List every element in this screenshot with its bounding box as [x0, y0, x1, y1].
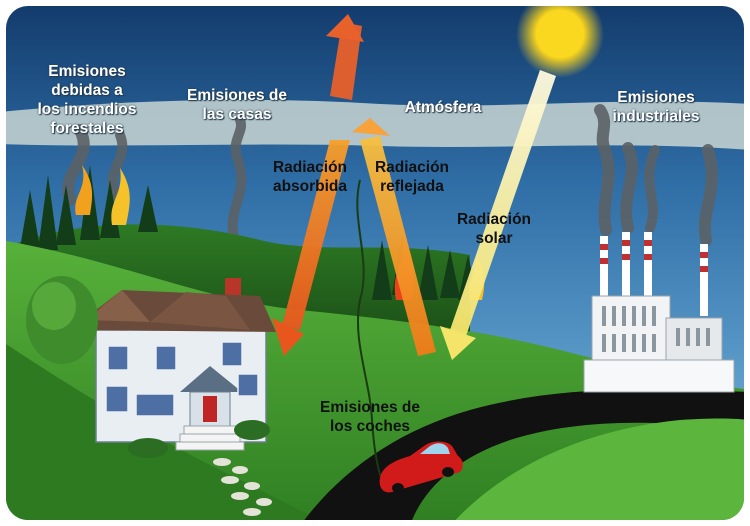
industrial-emissions-label: Emisiones industriales: [612, 89, 700, 125]
reflected-radiation-arrow: [352, 118, 436, 356]
absorbed-radiation-label: Radiación absorbida: [272, 159, 348, 195]
atmosphere-label: Atmósfera: [404, 99, 482, 116]
house-emissions-label: Emisiones de las casas: [187, 87, 287, 123]
foreground-hill-right: [450, 418, 744, 520]
solar-radiation-arrow: [440, 70, 556, 360]
ground-crack: [356, 179, 383, 481]
sun-icon: [516, 6, 604, 78]
factory-icon: [583, 232, 735, 393]
car-icon: [379, 441, 463, 493]
solar-radiation-label: Radiación solar: [456, 211, 532, 247]
car-emissions-label: Emisiones de los coches: [320, 399, 420, 435]
house-icon: [26, 276, 276, 516]
road: [300, 389, 744, 520]
reflected-radiation-label: Radiación reflejada: [374, 159, 450, 195]
smoke-icon: [62, 104, 718, 246]
foreground-hill-left: [6, 340, 330, 520]
wildfire-emissions-label: Emisiones debidas a los incendios forest…: [37, 63, 137, 137]
absorbed-radiation-arrow: [272, 14, 364, 356]
